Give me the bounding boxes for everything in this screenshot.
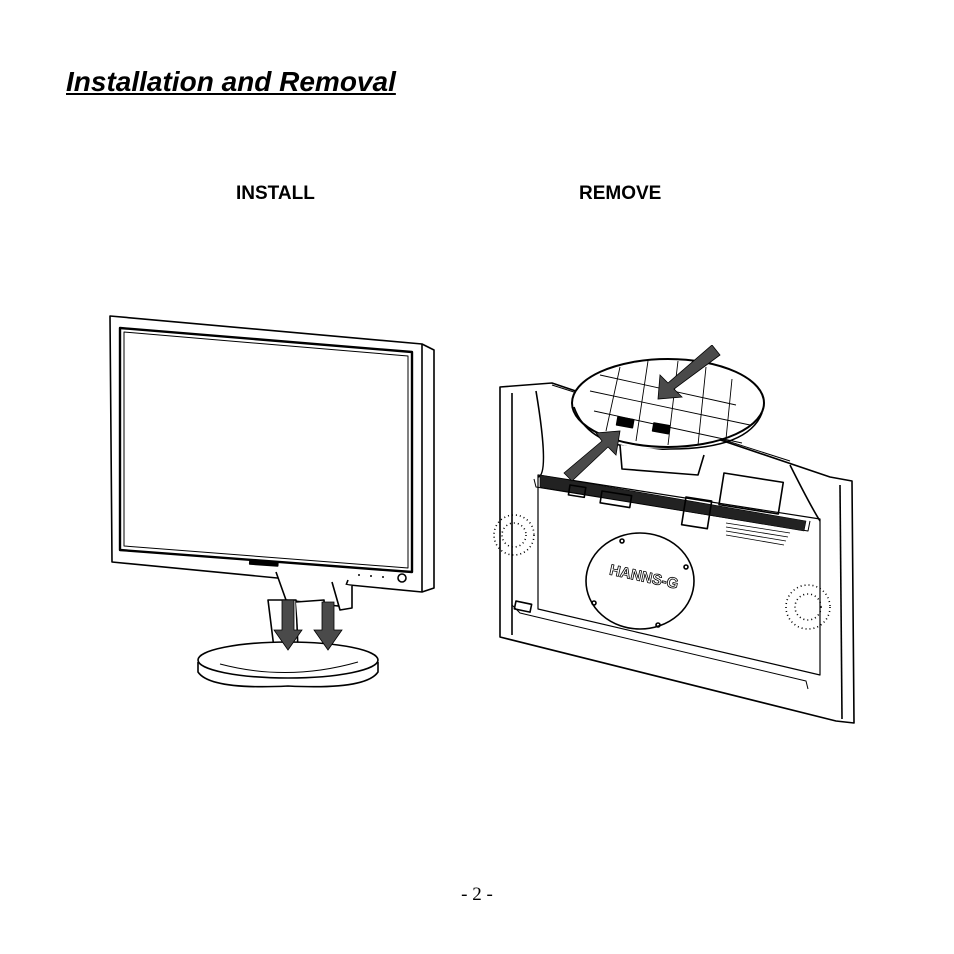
page-title: Installation and Removal — [66, 66, 396, 98]
install-label: INSTALL — [236, 183, 315, 205]
monitor-back-with-base-icon: HANNS-G — [490, 345, 860, 730]
monitor-front-with-stand-icon — [100, 310, 440, 690]
page-number: - 2 - — [0, 884, 954, 906]
remove-label: REMOVE — [579, 183, 661, 205]
